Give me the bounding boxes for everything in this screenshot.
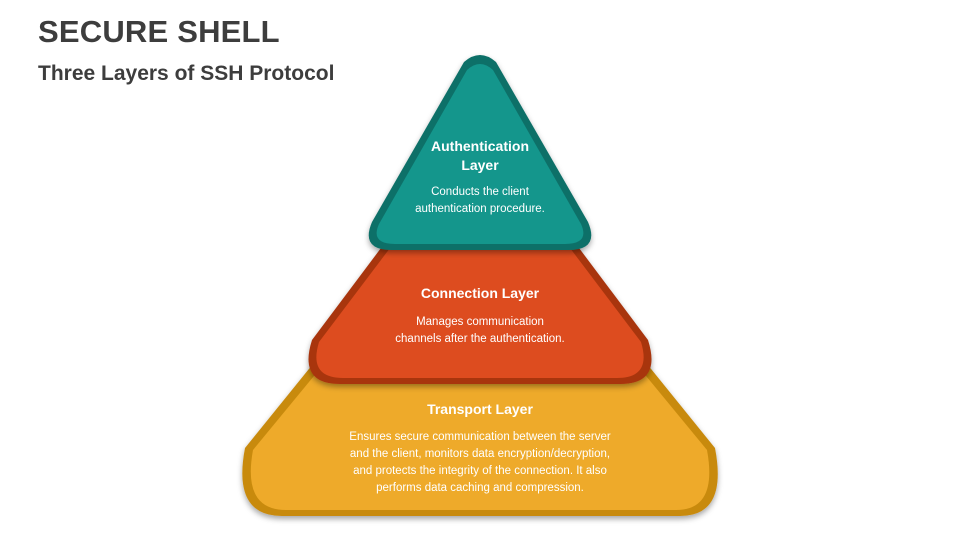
- authentication-layer: Authentication Layer Conducts the client…: [405, 137, 555, 218]
- connection-layer: Connection Layer Manages communication c…: [360, 284, 600, 348]
- page-title: SECURE SHELL: [38, 14, 280, 49]
- connection-layer-title: Connection Layer: [420, 285, 540, 301]
- transport-layer: Transport Layer Ensures secure communica…: [315, 400, 645, 497]
- transport-layer-title: Transport Layer: [427, 401, 533, 417]
- transport-layer-description: Ensures secure communication between the…: [349, 431, 611, 494]
- connection-layer-description: Manages communication channels after the…: [395, 316, 565, 345]
- page-subtitle: Three Layers of SSH Protocol: [38, 62, 335, 85]
- authentication-layer-description: Conducts the client authentication proce…: [415, 186, 545, 215]
- authentication-layer-title: Authentication Layer: [431, 138, 529, 173]
- authentication-layer-shape: [368, 55, 592, 250]
